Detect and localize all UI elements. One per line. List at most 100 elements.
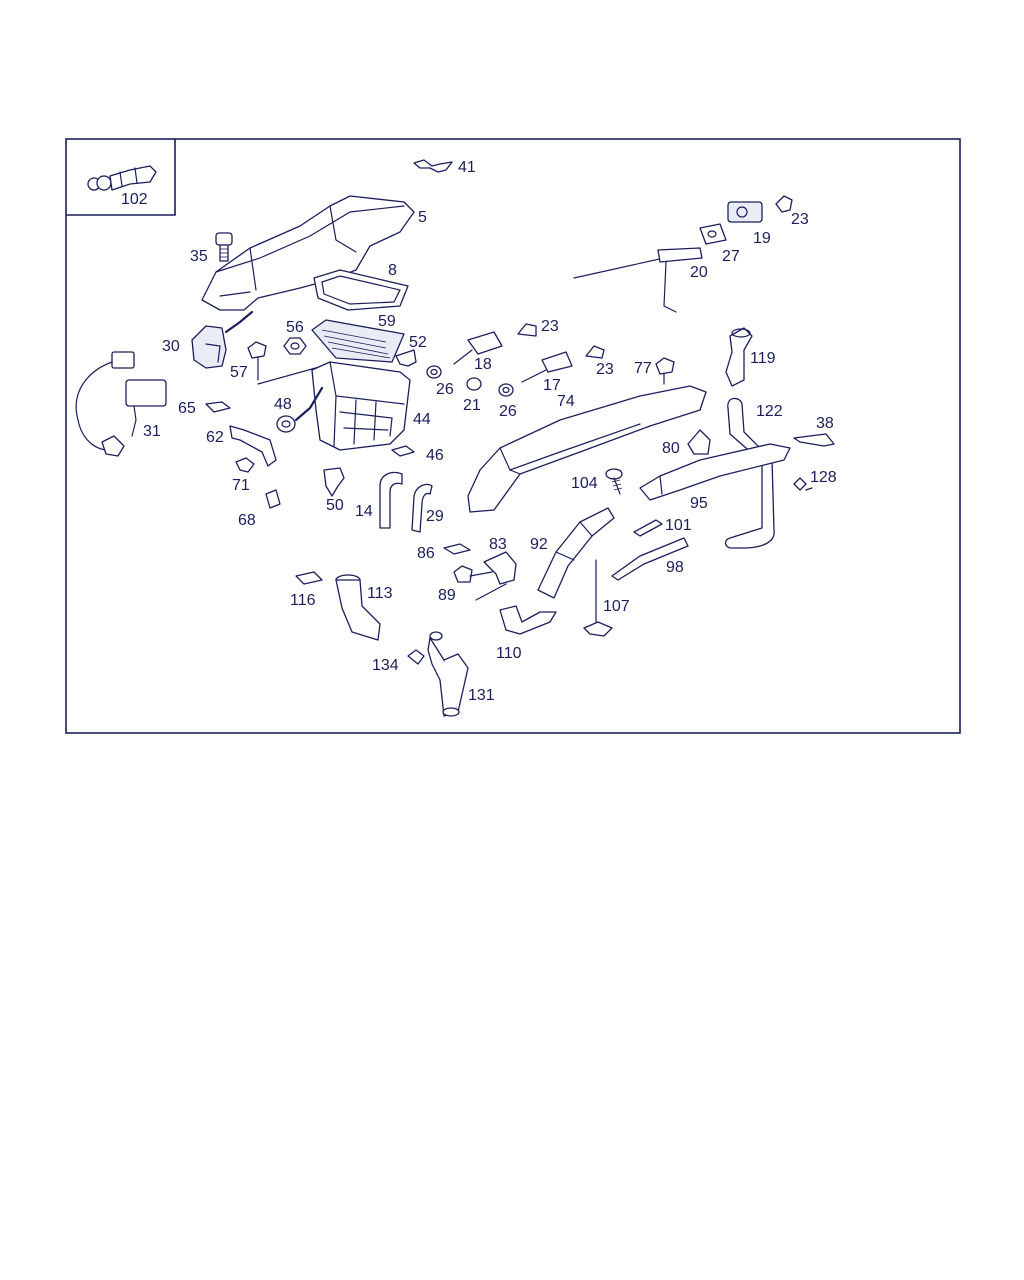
- part-21-nut: [466, 377, 482, 391]
- part-119-elbow: [725, 327, 753, 387]
- part-101-rod: [633, 519, 663, 537]
- callout-label-59: 59: [378, 313, 396, 330]
- part-65-clip: [205, 401, 231, 413]
- callout-label-46: 46: [426, 447, 444, 464]
- part-44-housing: [294, 361, 411, 451]
- part-8-seal: [313, 269, 409, 311]
- callout-label-110: 110: [496, 645, 522, 662]
- part-48-grommet: [276, 415, 296, 433]
- part-56-nut: [283, 337, 307, 355]
- callout-label-77: 77: [634, 360, 652, 377]
- inset-label: 102: [121, 191, 148, 208]
- part-77-screw: [655, 357, 675, 385]
- callout-label-62: 62: [206, 429, 224, 446]
- callout-label-128: 128: [810, 469, 837, 486]
- callout-label-92: 92: [530, 536, 548, 553]
- callout-label-74: 74: [557, 393, 575, 410]
- callout-label-101: 101: [665, 517, 692, 534]
- part-26-washer-b: [498, 383, 514, 397]
- part-41-bracket: [413, 159, 453, 173]
- callout-label-31: 31: [143, 423, 161, 440]
- callout-label-18: 18: [474, 356, 492, 373]
- callout-label-98: 98: [666, 559, 684, 576]
- callout-label-41: 41: [458, 159, 476, 176]
- part-31-sensor-cable: [75, 351, 167, 457]
- part-30-cover: [191, 310, 254, 369]
- callout-label-68: 68: [238, 512, 256, 529]
- callout-label-19: 19: [753, 230, 771, 247]
- part-80-clamp: [687, 429, 711, 455]
- callout-label-134: 134: [372, 657, 399, 674]
- callout-label-95: 95: [690, 495, 708, 512]
- part-68-clip: [265, 489, 281, 509]
- callout-label-26: 26: [499, 403, 517, 420]
- callout-label-26: 26: [436, 381, 454, 398]
- callout-label-48: 48: [274, 396, 292, 413]
- part-92-guide: [537, 507, 615, 613]
- callout-label-35: 35: [190, 248, 208, 265]
- callout-label-119: 119: [750, 350, 776, 367]
- part-14-hose: [379, 471, 403, 529]
- callout-label-27: 27: [722, 248, 740, 265]
- part-46-clip: [391, 445, 415, 457]
- part-102-clip: [87, 165, 157, 191]
- part-104-screw: [605, 468, 623, 495]
- part-23-plug-b: [585, 345, 605, 359]
- callout-label-23: 23: [596, 361, 614, 378]
- part-98-strip: [611, 537, 689, 581]
- callout-label-8: 8: [388, 262, 397, 279]
- part-19-switch: [727, 201, 763, 223]
- part-83-bracket: [483, 551, 517, 585]
- part-38-bracket: [793, 433, 835, 447]
- part-89-bolt: [453, 565, 507, 601]
- callout-label-56: 56: [286, 319, 304, 336]
- part-50-plug: [323, 467, 345, 497]
- part-26-washer-a: [426, 365, 442, 379]
- part-62-bracket: [229, 425, 277, 467]
- callout-label-23: 23: [541, 318, 559, 335]
- callout-label-107: 107: [603, 598, 630, 615]
- part-71-fastener: [235, 457, 255, 473]
- part-113-duct: [335, 574, 381, 641]
- callout-label-89: 89: [438, 587, 456, 604]
- part-95-panel: [639, 443, 791, 501]
- part-29-hose: [411, 483, 433, 533]
- callout-label-104: 104: [571, 475, 598, 492]
- callout-label-50: 50: [326, 497, 344, 514]
- part-59-filter: [311, 319, 405, 363]
- callout-label-52: 52: [409, 334, 427, 351]
- callout-label-65: 65: [178, 400, 196, 417]
- callout-label-57: 57: [230, 364, 248, 381]
- callout-label-86: 86: [417, 545, 435, 562]
- callout-label-20: 20: [690, 264, 708, 281]
- callout-label-80: 80: [662, 440, 680, 457]
- callout-label-44: 44: [413, 411, 431, 428]
- part-128-nut: [793, 477, 813, 491]
- inset-box: [66, 139, 176, 216]
- callout-label-23: 23: [791, 211, 809, 228]
- callout-label-30: 30: [162, 338, 180, 355]
- part-86-clip: [443, 543, 471, 555]
- part-17-switch: [521, 351, 573, 383]
- callout-label-5: 5: [418, 209, 427, 226]
- part-134-nut: [407, 649, 425, 665]
- part-35-screw: [215, 232, 233, 262]
- part-5-air-duct: [201, 195, 415, 311]
- part-18-switch: [453, 331, 503, 365]
- callout-label-113: 113: [367, 585, 393, 602]
- part-107-clip: [583, 611, 613, 637]
- part-52-bracket: [395, 349, 417, 367]
- callout-label-131: 131: [468, 687, 495, 704]
- callout-label-29: 29: [426, 508, 444, 525]
- diagram-frame: [65, 138, 961, 734]
- part-20-cable-bracket: [573, 247, 703, 313]
- callout-label-71: 71: [232, 477, 250, 494]
- part-23-plug-c: [775, 195, 793, 213]
- callout-label-83: 83: [489, 536, 507, 553]
- callout-label-116: 116: [290, 592, 316, 609]
- callout-label-38: 38: [816, 415, 834, 432]
- callout-label-14: 14: [355, 503, 373, 520]
- part-110-bracket: [499, 605, 557, 635]
